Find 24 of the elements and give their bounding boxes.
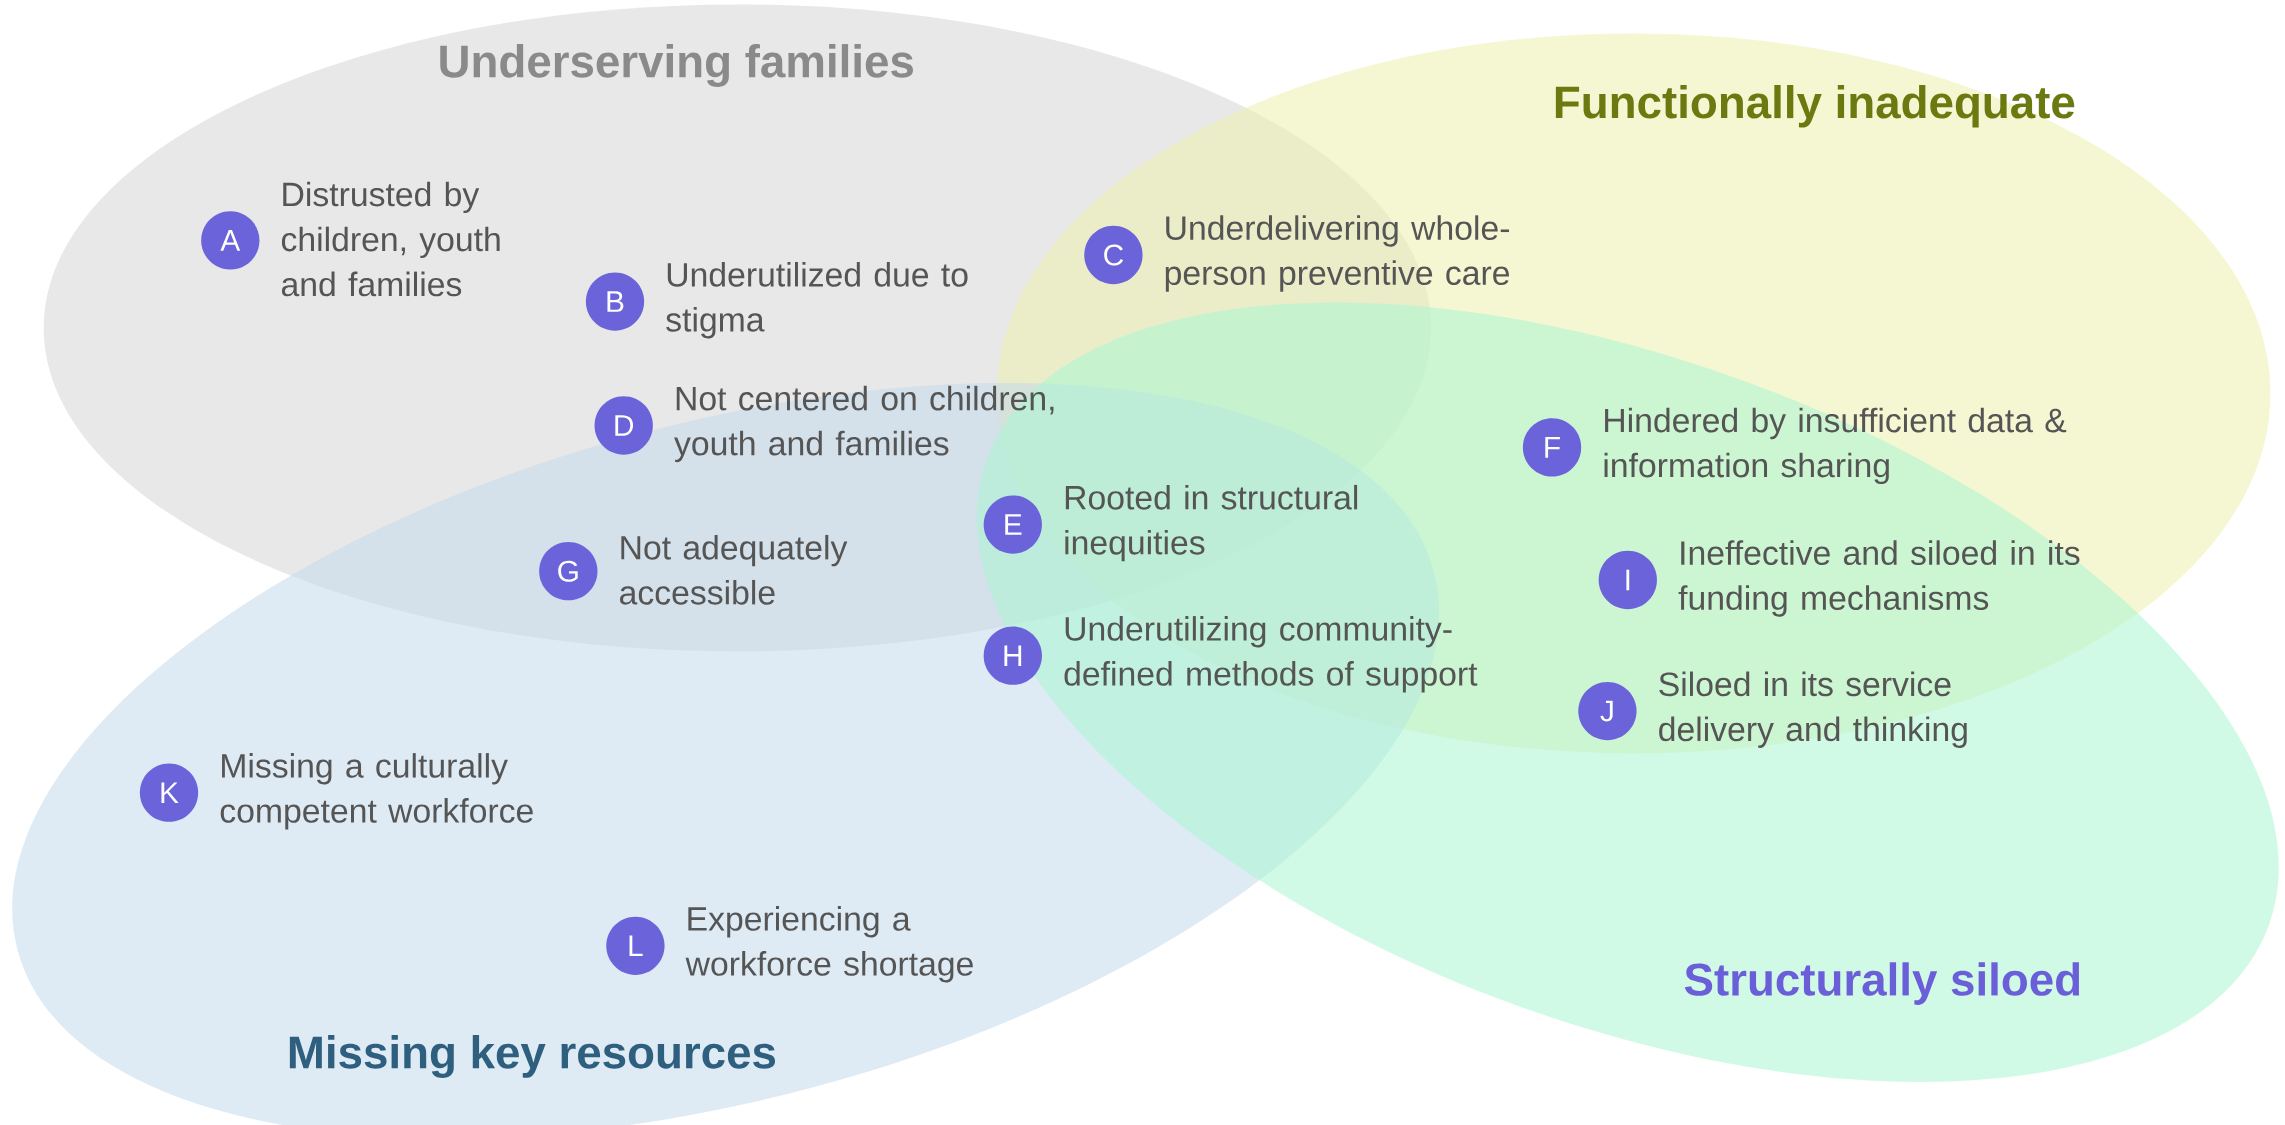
letter-badge: C	[1084, 225, 1143, 285]
letter-badge: I	[1598, 550, 1657, 610]
item-text: Underdelivering whole-person preventive care	[1165, 215, 1509, 292]
item-text: Underutilizing community-defined methods of support	[1064, 616, 1478, 693]
item-text: Hindered by insufficient data & information sharing	[1604, 407, 2067, 485]
item-text: Siloed in its service delivery and thinking	[1659, 671, 1967, 748]
item-text: Ineffective and siloed in its funding mechanisms	[1678, 540, 2080, 617]
letter-badge: G	[539, 542, 598, 601]
item-text: Not centered on children, youth and families	[674, 385, 1054, 463]
letter-badge: D	[594, 396, 653, 455]
item-text: Missing a culturally competent workforce	[220, 753, 533, 830]
letter-badge: A	[201, 211, 260, 270]
letter-badge: E	[983, 495, 1042, 554]
item-text: Distrusted by children, youth and families	[281, 181, 500, 297]
letter-badge: K	[139, 763, 199, 822]
letter-badge: F	[1522, 418, 1582, 477]
item-text: Underutilized due to stigma	[666, 262, 968, 339]
item-text: Experiencing a workforce shortage	[685, 906, 973, 983]
item-text: Rooted in structural inequities	[1065, 484, 1358, 562]
letter-badge: J	[1578, 681, 1637, 741]
letter-badge: L	[606, 916, 665, 975]
letter-badge: H	[983, 626, 1042, 685]
letter-badge: B	[585, 272, 645, 331]
item-text: Not adequately accessible	[620, 534, 848, 605]
